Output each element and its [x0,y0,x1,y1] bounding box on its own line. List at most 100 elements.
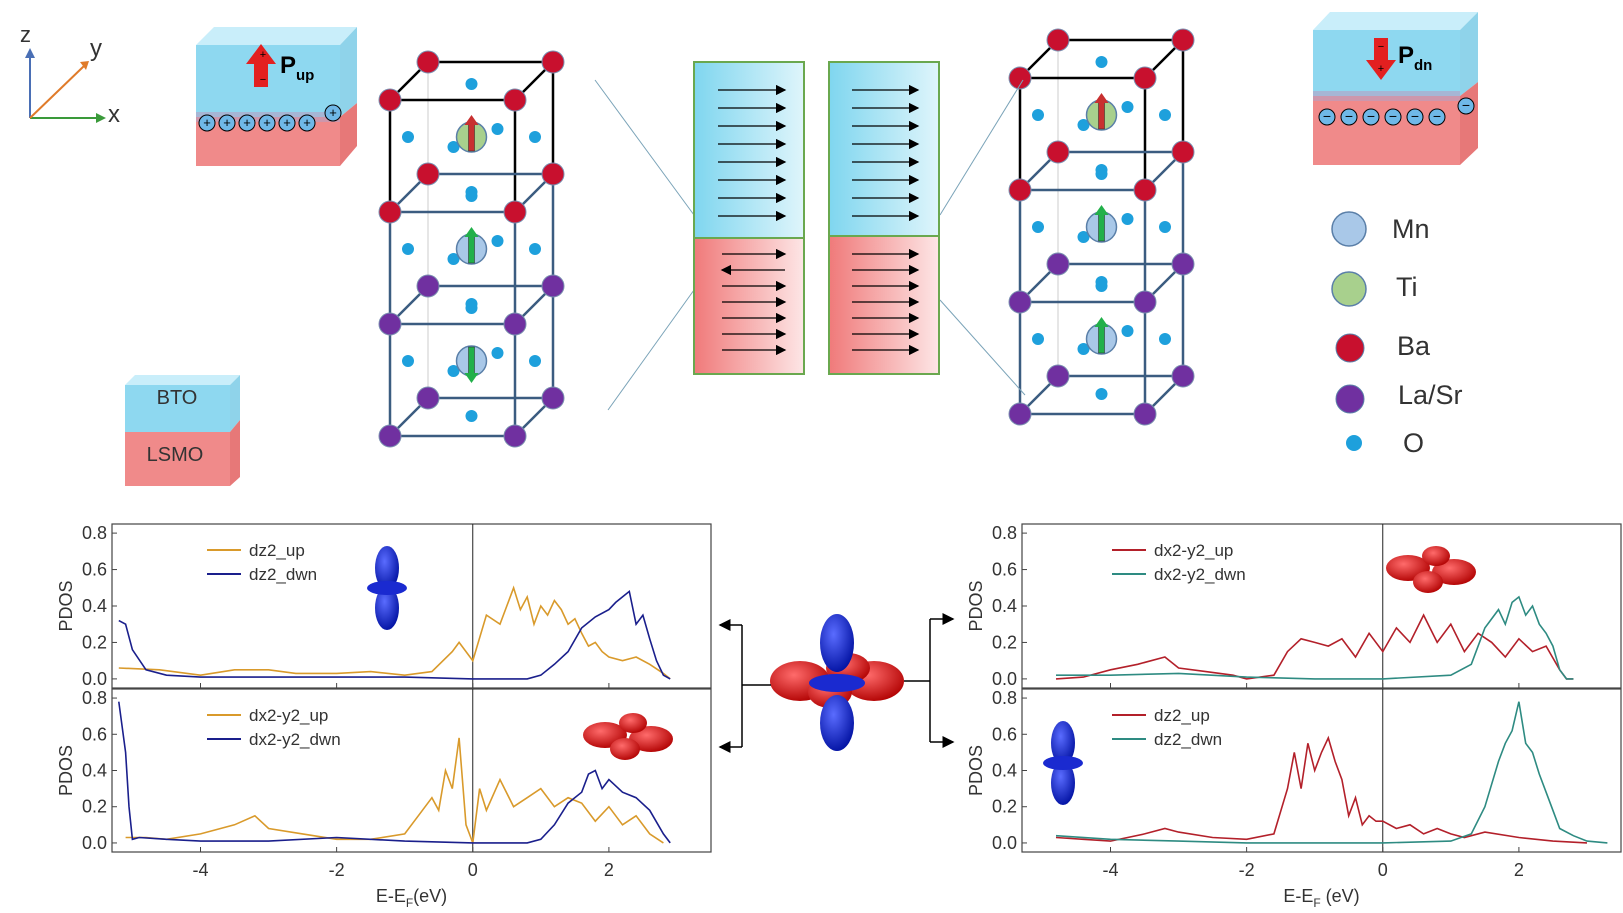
x-tick-label: 2 [1514,860,1524,880]
y-tick-label: 0.4 [82,596,107,616]
y-tick-label: 0.6 [82,560,107,580]
p-dn-label: P [1398,42,1414,69]
svg-text:+: + [303,115,311,130]
connector-arrows [718,613,955,753]
series-line-dz2_up [1055,735,1588,844]
y-tick-label: 0.2 [82,797,107,817]
negative-charges: − − − − − − − [1318,97,1475,126]
legend-label: dx2-y2_dwn [249,730,341,749]
legend-lasr-label: La/Sr [1398,380,1463,410]
series-line-dz2_dwn [118,589,671,680]
legend-label: dx2-y2_up [249,706,328,725]
x-tick-label: -2 [1239,860,1255,880]
x-tick-label: 0 [1378,860,1388,880]
crystal-structure-pdn [1008,28,1195,426]
x-axis-label: E-EF (eV) [1283,886,1359,910]
central-orbital [770,614,904,751]
plot-frame [1021,523,1622,689]
series-line-dx2-y2_dwn [118,701,671,844]
svg-text:−: − [1389,108,1397,124]
spin-box-right [828,61,940,375]
svg-text:+: + [329,105,337,120]
x-tick-label: 0 [468,860,478,880]
svg-text:+: + [203,115,211,130]
y-tick-label: 0.6 [992,560,1017,580]
legend-label: dz2_up [249,541,305,560]
svg-text:−: − [1411,108,1419,124]
y-axis-label: PDOS [966,580,986,631]
p-up-block: + − P up + + + + + + + [196,27,357,166]
legend-label: dx2-y2_dwn [1154,565,1246,584]
x-tick-label: -4 [192,860,208,880]
plot-frame [1021,688,1622,853]
y-axis-label: PDOS [966,745,986,796]
z-axis-label: z [20,22,31,47]
y-tick-label: 0.8 [82,688,107,708]
y-axis-label: PDOS [56,580,76,631]
svg-text:+: + [1378,63,1384,75]
bto-lsmo-stack: BTO LSMO [125,375,240,486]
lsmo-label: LSMO [147,444,204,466]
spin-box-left [693,61,805,375]
coordinate-axes: z y x [20,22,120,128]
legend-label: dz2_dwn [1154,730,1222,749]
x-tick-label: -4 [1102,860,1118,880]
legend-mn-marker [1331,211,1367,247]
positive-charges: + + + + + + + [198,104,342,132]
y-tick-label: 0.4 [992,761,1017,781]
series-line-dz2_up [118,585,671,680]
series-line-dx2-y2_dwn [1056,595,1574,680]
y-tick-label: 0.8 [82,523,107,543]
y-tick-label: 0.0 [82,669,107,689]
y-tick-label: 0.4 [992,596,1017,616]
y-tick-label: 0.0 [992,833,1017,853]
x-axis-label: E-EF(eV) [376,886,447,910]
svg-text:+: + [283,115,291,130]
y-axis-label: PDOS [56,745,76,796]
svg-text:−: − [1433,108,1441,124]
crystal-structure-pup [378,50,565,448]
y-tick-label: 0.8 [992,523,1017,543]
svg-text:−: − [1345,108,1353,124]
p-dn-block: − + P dn − − − − − − − [1313,12,1478,165]
y-tick-label: 0.2 [992,632,1017,652]
y-tick-label: 0.0 [992,669,1017,689]
y-tick-label: 0.2 [82,632,107,652]
p-dn-subscript: dn [1414,57,1432,74]
svg-text:+: + [243,115,251,130]
x-tick-label: 2 [604,860,614,880]
p-up-label: P [280,52,296,79]
plot-frame [111,688,712,853]
svg-text:−: − [1378,41,1384,53]
atom-legend: Mn Ti Ba La/Sr O [1331,211,1463,458]
svg-text:−: − [1462,97,1470,113]
legend-ti-label: Ti [1396,272,1418,302]
legend-label: dz2_dwn [249,565,317,584]
legend-label: dz2_up [1154,706,1210,725]
legend-mn-label: Mn [1392,214,1430,244]
legend-o-marker [1346,435,1362,451]
svg-text:+: + [263,115,271,130]
legend-label: dx2-y2_up [1154,541,1233,560]
legend-lasr-marker [1335,384,1365,414]
y-axis-label: y [90,35,102,62]
plot-frame [111,523,712,689]
x-axis-label: x [108,101,120,128]
legend-ba-marker [1335,333,1365,363]
y-tick-label: 0.4 [82,761,107,781]
legend-ti-marker [1331,271,1367,307]
svg-text:−: − [1367,108,1375,124]
zoom-lines [594,79,1026,411]
svg-text:−: − [260,74,266,86]
y-tick-label: 0.8 [992,688,1017,708]
p-up-subscript: up [296,67,314,84]
x-tick-label: -2 [329,860,345,880]
svg-text:+: + [260,49,266,61]
legend-o-label: O [1403,428,1424,458]
bto-label: BTO [157,387,198,409]
